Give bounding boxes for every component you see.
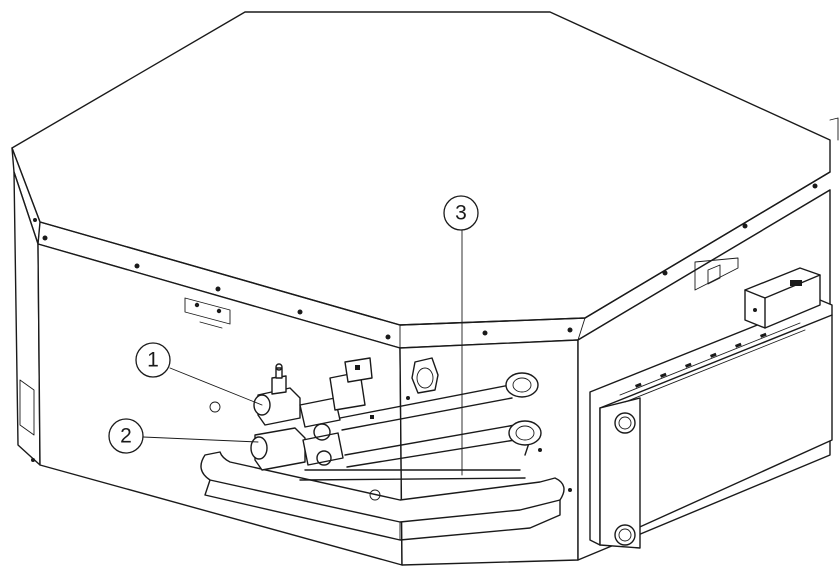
leader-lines	[142, 227, 463, 476]
callout-3-label: 3	[455, 202, 467, 225]
electrical-box	[589, 267, 833, 549]
pipes	[299, 357, 572, 492]
callout-1-label: 1	[147, 349, 159, 372]
callout-3: 3	[443, 195, 479, 231]
callout-2: 2	[108, 418, 144, 454]
callout-2-label: 2	[120, 425, 132, 448]
callout-1: 1	[135, 342, 171, 378]
rivets	[31, 183, 818, 462]
drain-pan	[200, 451, 565, 541]
leader-line-2	[142, 436, 259, 443]
valve-assembly	[250, 357, 374, 471]
leader-line-1	[169, 367, 263, 406]
